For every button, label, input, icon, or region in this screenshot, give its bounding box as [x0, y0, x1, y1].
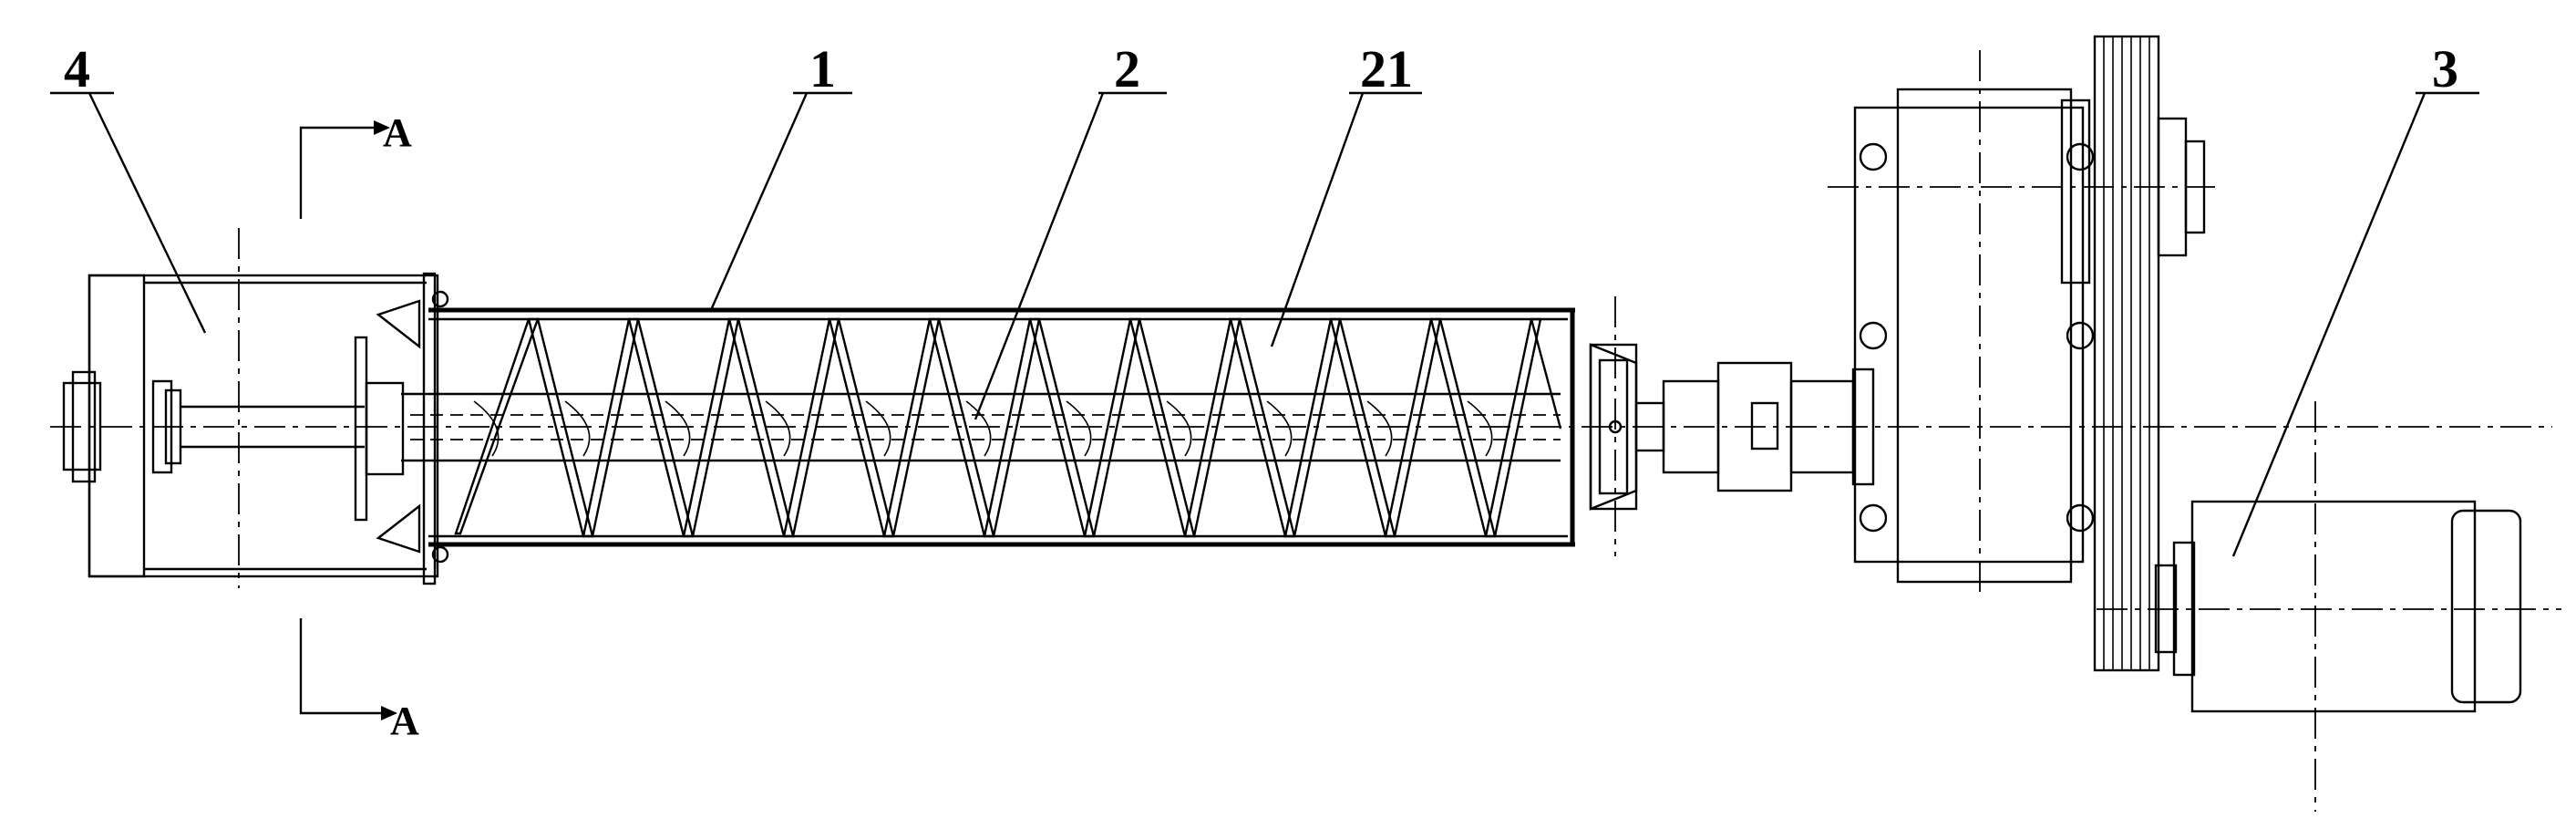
label-group-21: 21	[1270, 39, 1422, 347]
helical-flights	[454, 317, 1562, 538]
label-group-1: 1	[709, 39, 852, 311]
drive-motor	[2097, 401, 2561, 812]
section-label-bottom: A	[390, 699, 419, 743]
label-group-4: 4	[50, 39, 207, 334]
part-label-1: 1	[809, 39, 836, 98]
label-group-2: 2	[974, 39, 1167, 420]
gearbox	[1828, 50, 2215, 593]
section-label-top: A	[383, 110, 412, 155]
belt-pulley	[2093, 35, 2206, 672]
conveyor-tube	[428, 307, 1575, 547]
end-housing	[62, 228, 449, 588]
part-label-4: 4	[64, 39, 90, 98]
part-label-3: 3	[2432, 39, 2458, 98]
label-group-3: 3	[2231, 39, 2479, 557]
section-mark-bottom: A	[299, 618, 419, 743]
part-label-2: 2	[1114, 39, 1140, 98]
right-bearing-coupling	[1589, 296, 1875, 556]
part-label-21: 21	[1360, 39, 1413, 98]
section-mark-top: A	[299, 110, 412, 219]
